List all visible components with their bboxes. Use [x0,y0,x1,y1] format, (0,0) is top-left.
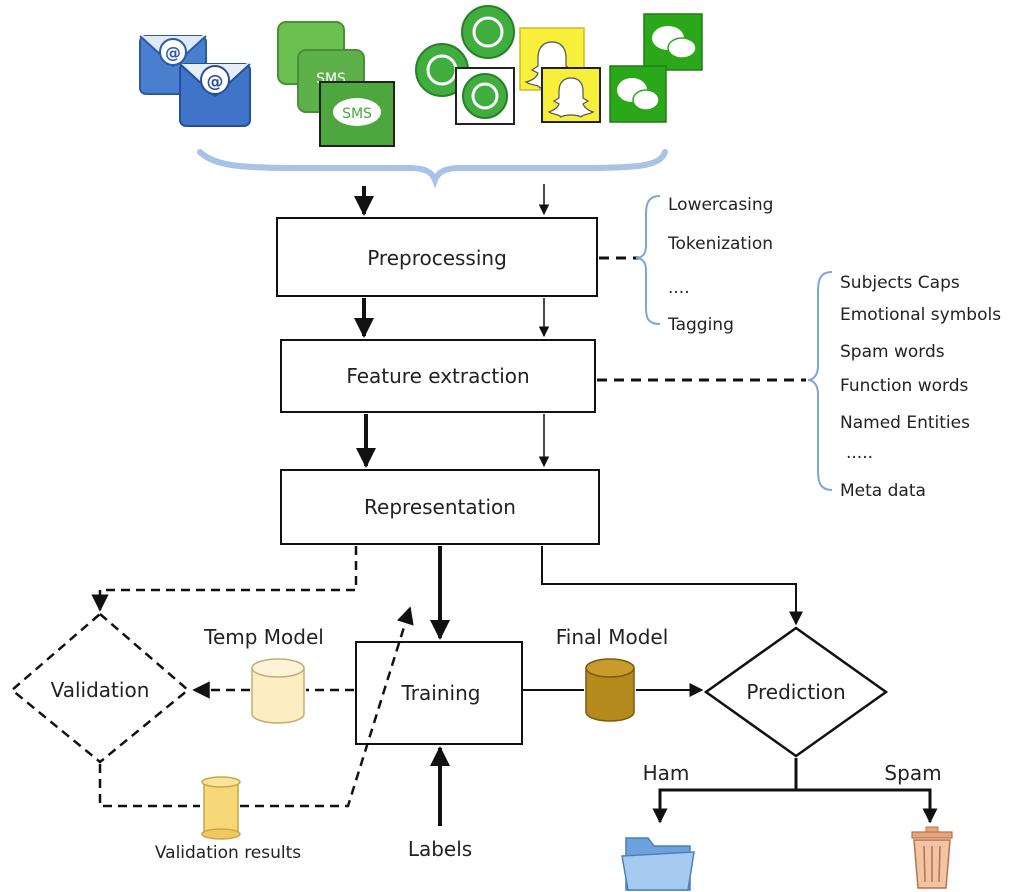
feature-extraction-label: Feature extraction [346,364,529,388]
list-item: Lowercasing [668,195,773,215]
arrow-results-feedback [240,606,414,808]
list-item: Spam words [840,342,945,362]
spam-label: Spam [884,761,941,785]
folder-icon [621,837,695,891]
prediction-label: Prediction [746,680,845,704]
wechat-icon [609,13,703,123]
snapchat-icon [519,27,601,123]
features-list: Subjects Caps Emotional symbols Spam wor… [840,273,1001,501]
trash-icon [911,826,953,889]
preprocessing-list-brace [635,195,661,325]
list-item: Tagging [667,315,734,335]
final-model-cylinder-icon [585,658,635,722]
preprocessing-label: Preprocessing [367,246,507,270]
arrow-representation-validation [91,546,358,612]
email-icon: @ @ [139,35,251,127]
preprocessing-box [276,217,598,297]
arrow-representation-prediction [541,546,803,626]
validation-results-label: Validation results [155,843,301,863]
sms-icon: SMS SMS [277,21,395,147]
svg-text:@: @ [207,72,224,92]
list-item: Emotional symbols [840,305,1001,325]
representation-label: Representation [364,495,516,519]
prediction-diamond [703,626,889,758]
features-list-brace [807,271,833,491]
preprocessing-steps-list: Lowercasing Tokenization .... Tagging [667,195,773,335]
validation-diamond [10,612,190,764]
list-item: Function words [840,376,968,396]
list-item: Subjects Caps [840,273,960,293]
line-validation-results [98,764,200,808]
list-item: Meta data [840,481,926,501]
sources-brace [197,149,668,189]
list-item: Named Entities [840,413,970,433]
svg-text:@: @ [165,43,181,62]
scroll-icon [201,776,241,840]
representation-box [280,469,600,545]
list-item: Tokenization [667,234,773,254]
feature-extraction-box [280,339,596,413]
whatsapp-icon [415,5,515,125]
final-model-label: Final Model [556,625,669,649]
ham-label: Ham [643,761,690,785]
arrow-prediction-spam [796,788,938,824]
list-item: ..... [846,443,873,463]
labels-label: Labels [408,837,472,861]
training-label: Training [401,681,481,705]
list-item: .... [668,278,690,298]
arrow-prediction-ham [652,758,798,824]
temp-model-cylinder-icon [251,658,305,724]
temp-model-label: Temp Model [203,625,324,649]
validation-label: Validation [51,678,150,702]
sms-badge: SMS [342,106,372,122]
